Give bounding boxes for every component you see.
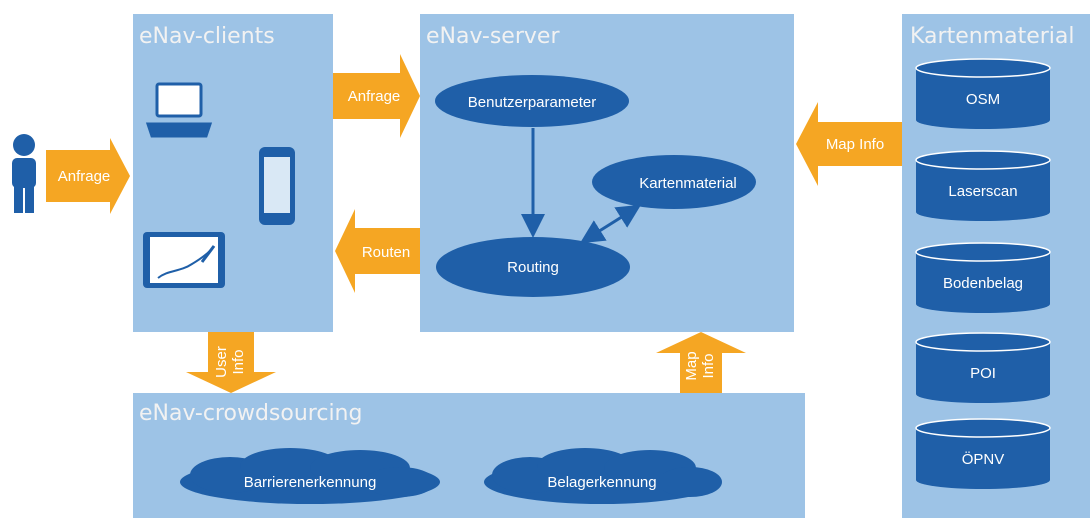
- user-icon: [12, 134, 36, 213]
- cloud-surface-detection-label: Belagerkennung: [547, 474, 656, 491]
- arrow-clients-to-crowd-label-1: User: [213, 346, 230, 378]
- node-user-parameters: Benutzerparameter: [435, 75, 629, 127]
- tablet-icon: [143, 232, 225, 288]
- arrow-map-to-server-label: Map Info: [826, 136, 884, 153]
- node-routing-label: Routing: [507, 259, 559, 276]
- cloud-barrier-detection-label: Barrierenerkennung: [244, 474, 377, 491]
- laptop-icon: [145, 82, 213, 138]
- node-user-parameters-label: Benutzerparameter: [468, 94, 596, 111]
- smartphone-icon: [259, 147, 295, 225]
- arrow-clients-to-crowd-label-2: Info: [230, 349, 247, 374]
- database-osm: OSM: [915, 58, 1051, 129]
- server-panel-title: eNav-server: [426, 24, 560, 49]
- arrow-server-to-clients: Routen: [335, 209, 420, 293]
- arrow-user-to-clients: Anfrage: [46, 138, 130, 214]
- node-routing: Routing: [436, 237, 630, 297]
- map-material-panel-title: Kartenmaterial: [910, 24, 1075, 49]
- cloud-surface-detection: Belagerkennung: [484, 448, 722, 504]
- database-laserscan: Laserscan: [915, 150, 1051, 221]
- cloud-barrier-detection: Barrierenerkennung: [180, 448, 440, 504]
- edge-routing-to-mapmaterial: [579, 204, 642, 244]
- database-label: ÖPNV: [962, 450, 1005, 468]
- database-poi: POI: [915, 332, 1051, 403]
- arrow-server-to-clients-label: Routen: [362, 244, 410, 261]
- arrow-user-to-clients-label: Anfrage: [58, 168, 111, 185]
- arrow-crowd-to-server-label-2: Info: [700, 353, 717, 378]
- arrow-crowd-to-server-label-1: Map: [683, 351, 700, 380]
- crowdsourcing-panel-title: eNav-crowdsourcing: [139, 401, 363, 426]
- arrow-clients-to-server-label: Anfrage: [348, 88, 401, 105]
- database--pnv: ÖPNV: [915, 418, 1051, 489]
- node-map-material-label: Kartenmaterial: [639, 175, 737, 192]
- clients-panel-title: eNav-clients: [139, 24, 275, 49]
- arrow-map-to-server: Map Info: [796, 102, 902, 186]
- database-bodenbelag: Bodenbelag: [915, 242, 1051, 313]
- arrow-clients-to-server: Anfrage: [333, 54, 420, 138]
- arrow-crowd-to-server: Map Info: [656, 332, 746, 393]
- database-label: OSM: [966, 91, 1000, 108]
- database-label: POI: [970, 365, 996, 382]
- arrow-clients-to-crowd: User Info: [186, 332, 276, 393]
- database-label: Bodenbelag: [943, 275, 1023, 292]
- database-label: Laserscan: [948, 183, 1017, 200]
- node-map-material: Kartenmaterial: [592, 155, 756, 209]
